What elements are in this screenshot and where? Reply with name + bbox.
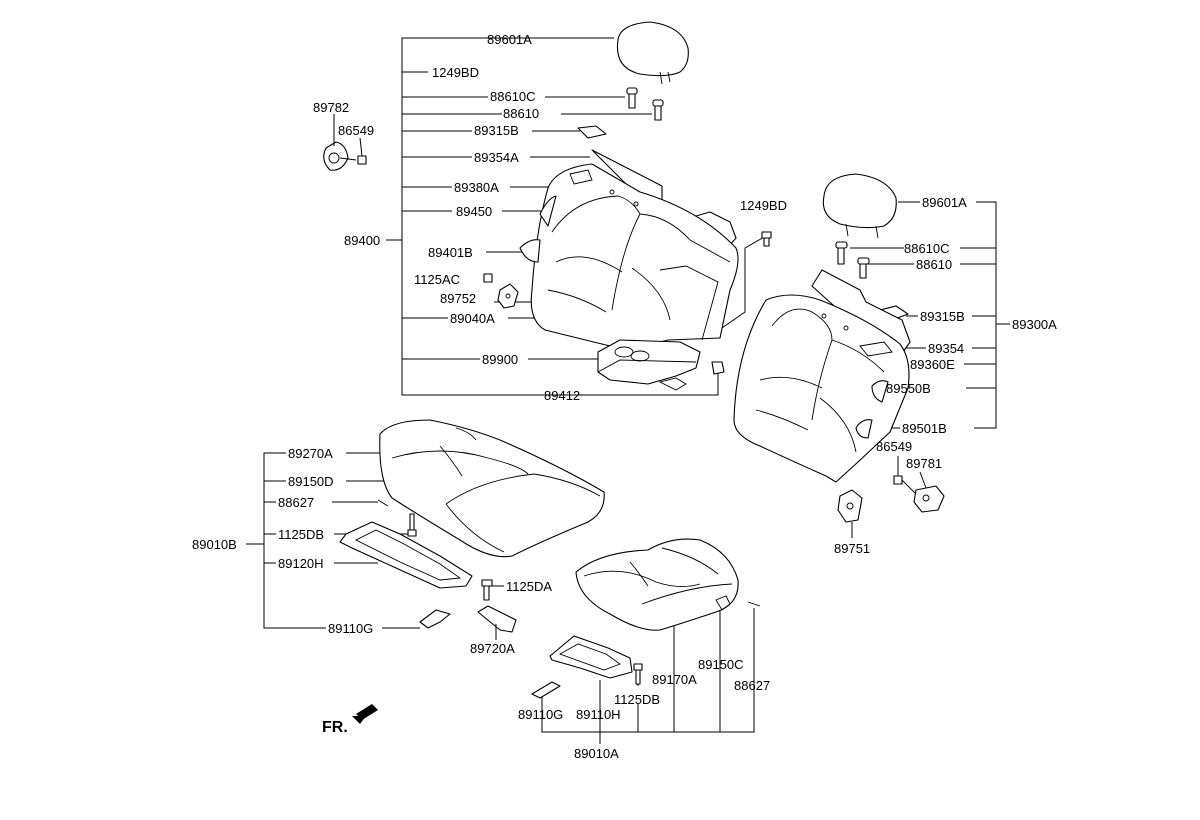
label-88610C-right: 88610C bbox=[904, 241, 950, 256]
label-1125DB-left: 1125DB bbox=[614, 692, 660, 707]
label-1249BD-right: 1249BD bbox=[740, 198, 787, 213]
cushion-left-body bbox=[575, 538, 739, 631]
label-89110H: 89110H bbox=[576, 707, 621, 722]
label-89380A: 89380A bbox=[454, 180, 499, 195]
hook-89110G-right bbox=[419, 609, 451, 629]
label-89400: 89400 bbox=[344, 233, 380, 248]
seat-back-89300A-leaders bbox=[850, 201, 1010, 429]
label-86549-right: 86549 bbox=[876, 439, 912, 454]
label-89120H: 89120H bbox=[278, 556, 324, 571]
label-88610-right: 88610 bbox=[916, 257, 952, 272]
label-89315B-right: 89315B bbox=[920, 309, 965, 324]
hinge-89752 bbox=[483, 273, 519, 309]
frame-89110H bbox=[549, 635, 633, 679]
label-89751: 89751 bbox=[834, 541, 870, 556]
label-89150C: 89150C bbox=[698, 657, 744, 672]
seat-back-body bbox=[530, 163, 739, 347]
label-88627-right: 88627 bbox=[278, 495, 314, 510]
pad-89550B bbox=[871, 380, 889, 403]
label-1125AC: 1125AC bbox=[414, 272, 460, 287]
headrest-left-back bbox=[616, 21, 689, 85]
label-89010B: 89010B bbox=[192, 537, 237, 552]
hinge-89751 bbox=[837, 489, 863, 538]
hinge-89781-group bbox=[893, 456, 945, 513]
bushing-89412 bbox=[711, 361, 725, 375]
frame-89501B bbox=[855, 419, 873, 439]
headrest-guides-88610 bbox=[626, 87, 664, 121]
front-arrow-icon bbox=[352, 704, 378, 724]
bolt-1125DA bbox=[481, 579, 504, 601]
bracket-89315B bbox=[577, 125, 607, 139]
label-89110G-right: 89110G bbox=[328, 621, 373, 636]
label-89752: 89752 bbox=[440, 291, 476, 306]
cushion-right-body bbox=[379, 419, 605, 558]
label-1249BD-left: 1249BD bbox=[432, 65, 479, 80]
label-89401B: 89401B bbox=[428, 245, 473, 260]
label-88610C-left: 88610C bbox=[490, 89, 536, 104]
headrest-right-back bbox=[822, 173, 897, 239]
label-89354A: 89354A bbox=[474, 150, 519, 165]
label-89900: 89900 bbox=[482, 352, 518, 367]
label-89360E: 89360E bbox=[910, 357, 955, 372]
frame-89110H-inner bbox=[558, 643, 621, 671]
hook-89110G-left bbox=[531, 681, 561, 699]
label-89550B: 89550B bbox=[886, 381, 931, 396]
label-89040A: 89040A bbox=[450, 311, 495, 326]
label-89170A: 89170A bbox=[652, 672, 697, 687]
label-89110G-left: 89110G bbox=[518, 707, 563, 722]
headrest-guides-right bbox=[835, 241, 870, 279]
armrest-89040A bbox=[597, 339, 701, 385]
front-marker: FR. bbox=[322, 719, 348, 736]
label-89601A-left: 89601A bbox=[487, 32, 532, 47]
label-89601A-right: 89601A bbox=[922, 195, 967, 210]
clip-88627-right bbox=[377, 499, 389, 507]
clip-1249BD-upper bbox=[761, 231, 772, 247]
label-89782: 89782 bbox=[313, 100, 349, 115]
label-89315B-left: 89315B bbox=[474, 123, 519, 138]
label-88610-left: 88610 bbox=[503, 106, 539, 121]
label-89270A: 89270A bbox=[288, 446, 333, 461]
bracket-89782-group bbox=[323, 114, 367, 171]
armrest-bracket bbox=[658, 377, 687, 391]
label-89450: 89450 bbox=[456, 204, 492, 219]
clip-88627-left bbox=[747, 601, 761, 607]
bolt-1125DB-left bbox=[633, 663, 643, 685]
frame-89120H bbox=[339, 521, 473, 589]
label-89781: 89781 bbox=[906, 456, 942, 471]
pad-89450 bbox=[539, 195, 557, 227]
frame-89120H-inner bbox=[354, 529, 462, 581]
bolt-1125DB-right bbox=[407, 513, 417, 537]
label-88627-left: 88627 bbox=[734, 678, 770, 693]
bracket-89720A bbox=[477, 605, 517, 640]
label-1125DA: 1125DA bbox=[506, 579, 552, 594]
label-89412: 89412 bbox=[544, 388, 580, 403]
frame-cover-89401B bbox=[519, 239, 541, 263]
label-89010A: 89010A bbox=[574, 746, 619, 761]
label-89150D: 89150D bbox=[288, 474, 334, 489]
label-1125DB-right: 1125DB bbox=[278, 527, 324, 542]
label-89501B: 89501B bbox=[902, 421, 947, 436]
label-89720A: 89720A bbox=[470, 641, 515, 656]
label-89354: 89354 bbox=[928, 341, 964, 356]
label-86549-left: 86549 bbox=[338, 123, 374, 138]
label-89300A: 89300A bbox=[1012, 317, 1057, 332]
